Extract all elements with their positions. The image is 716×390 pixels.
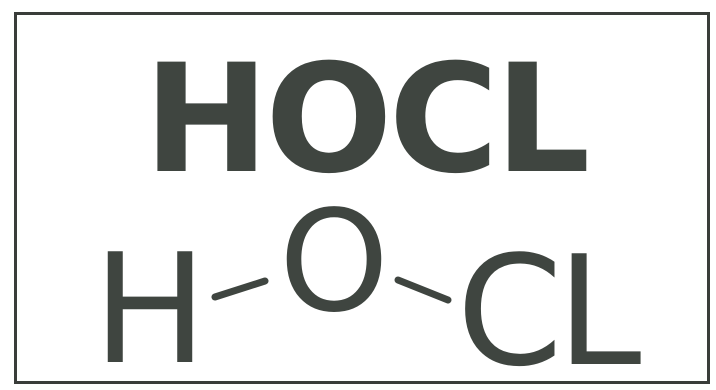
atom-chlorine: CL xyxy=(457,223,641,390)
bond-oxygen-chlorine xyxy=(394,276,452,304)
atom-hydrogen: H xyxy=(93,221,207,390)
molecular-formula: HOCL xyxy=(143,33,591,207)
atom-oxygen: O xyxy=(279,181,389,344)
bond-hydrogen-oxygen xyxy=(211,277,269,301)
card-border: HOCL xyxy=(14,12,710,384)
